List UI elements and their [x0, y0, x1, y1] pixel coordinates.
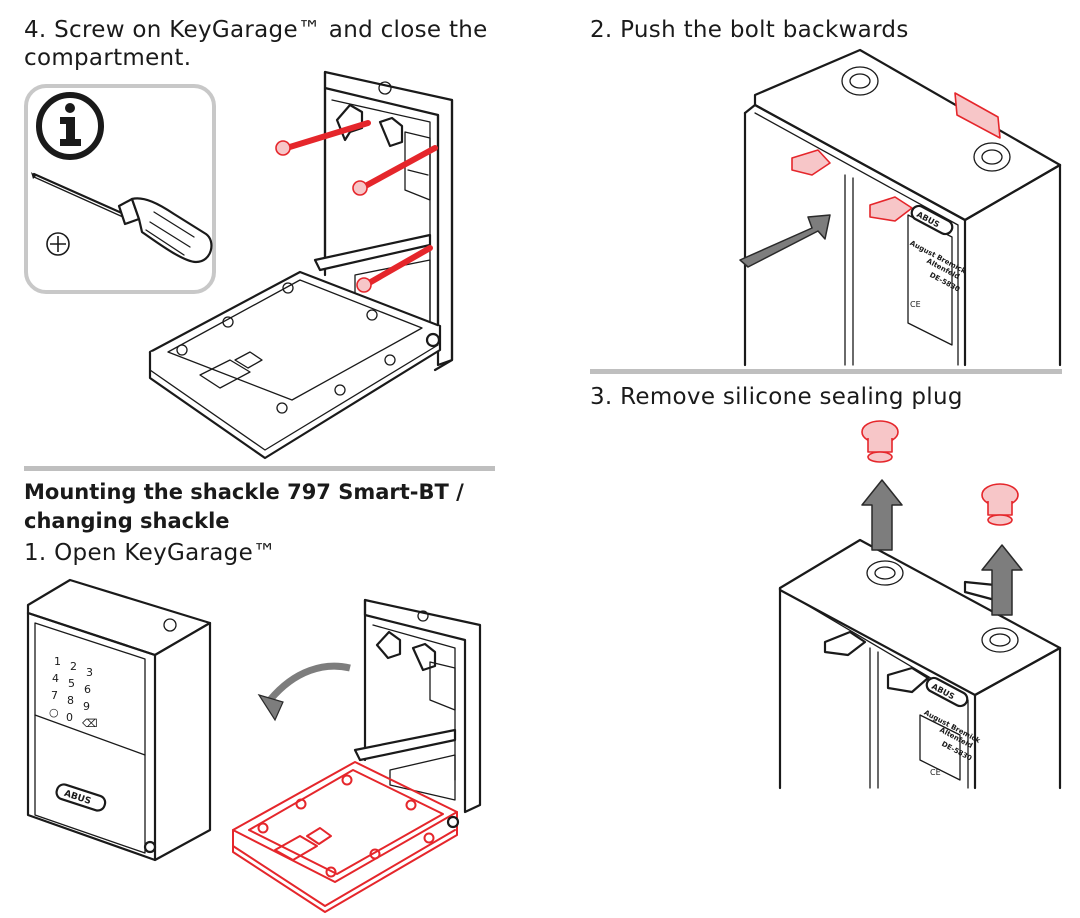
- screws: [275, 120, 438, 293]
- rotate-arrow: [267, 662, 351, 703]
- key-4: 4: [52, 672, 59, 685]
- key-2: 2: [70, 660, 77, 673]
- push-arrow: [739, 214, 831, 268]
- key-circle: ○: [49, 706, 59, 719]
- step2-title: 2. Push the bolt backwards: [590, 17, 909, 43]
- plug-box: [778, 538, 1062, 790]
- key-backspace: ⌫: [82, 717, 98, 730]
- info-icon: [36, 92, 104, 160]
- bolt-red: [791, 92, 1001, 222]
- section-divider-right: [590, 369, 1062, 374]
- lift-arrow-left: [861, 479, 903, 551]
- red-lid: [232, 761, 460, 913]
- key-0: 0: [66, 711, 73, 724]
- phillips-symbol-icon: [46, 232, 70, 256]
- step2-illustration: ABUS August Bremick Altenfeld DE-5830 CE: [739, 48, 1062, 367]
- key-8: 8: [67, 694, 74, 707]
- keypad: 1 2 3 4 5 6 7 8 9 ○ 0 ⌫: [49, 655, 98, 730]
- ce-mark: CE: [910, 300, 921, 309]
- info-box-art: [31, 92, 213, 264]
- brand-label-group: ABUS August Bremick Altenfeld DE-5830 CE: [908, 204, 968, 309]
- step4-title-line2: compartment.: [24, 45, 192, 71]
- open-box-body-2: [353, 598, 482, 814]
- step3-title: 3. Remove silicone sealing plug: [590, 384, 963, 410]
- key-7: 7: [51, 689, 58, 702]
- step3-illustration: ABUS August Bremick Altenfeld DE-5830 CE: [778, 420, 1062, 790]
- open-box-lid: [148, 270, 442, 460]
- section-heading: Mounting the shackle 797 Smart-BT / chan…: [24, 478, 464, 536]
- section-heading-line1: Mounting the shackle 797 Smart-BT /: [24, 480, 464, 504]
- ce-mark-2: CE: [930, 768, 941, 777]
- step1-open-box: [232, 598, 482, 913]
- step4-title-line1: 4. Screw on KeyGarage™ and close the: [24, 17, 488, 43]
- key-1: 1: [54, 655, 61, 668]
- screwdriver-icon: [31, 172, 213, 264]
- bolt-box: [743, 48, 1062, 367]
- key-3: 3: [86, 666, 93, 679]
- rotate-arrow-head: [257, 693, 284, 722]
- key-6: 6: [84, 683, 91, 696]
- sealing-plugs: [861, 420, 1019, 526]
- step4-illustration: [148, 70, 454, 460]
- lift-arrow-right: [981, 544, 1023, 616]
- key-9: 9: [83, 700, 90, 713]
- key-5: 5: [68, 677, 75, 690]
- step1-title: 1. Open KeyGarage™: [24, 540, 277, 566]
- step4-title: 4. Screw on KeyGarage™ and close the com…: [24, 16, 488, 72]
- keygarage-closed: 1 2 3 4 5 6 7 8 9 ○ 0 ⌫ ABUS: [26, 578, 212, 862]
- info-box: [24, 84, 216, 294]
- section-heading-line2: changing shackle: [24, 509, 230, 533]
- section-divider-left: [24, 466, 495, 471]
